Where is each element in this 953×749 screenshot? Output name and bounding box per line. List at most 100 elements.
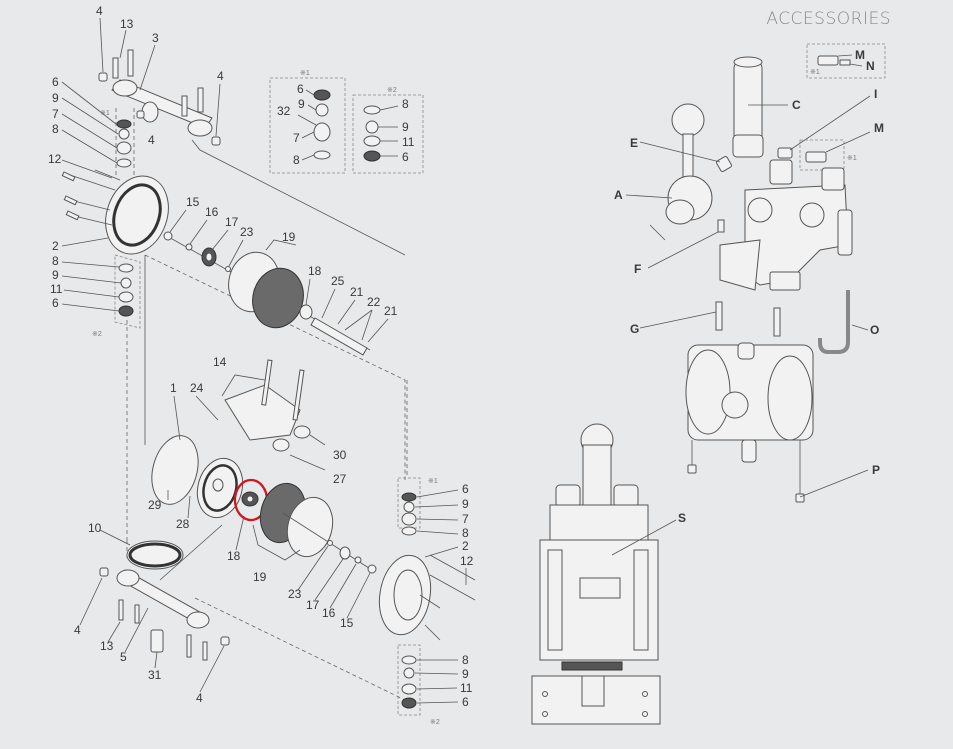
callout-label: 8 <box>52 122 59 136</box>
callout-label: 18 <box>308 264 322 278</box>
acc-note-m: ※1 <box>847 155 857 162</box>
kit1-note: ※1 <box>100 110 110 117</box>
callout-label: 32 <box>277 104 291 118</box>
callout-label: 9 <box>402 120 409 134</box>
callout-label: 6 <box>52 296 59 310</box>
callout-label: 17 <box>225 215 239 229</box>
callout-label: 7 <box>462 512 469 526</box>
callout-label: 6 <box>402 150 409 164</box>
lower-manifold <box>99 524 230 661</box>
callout-label: 11 <box>50 282 63 296</box>
callout-label: 19 <box>282 230 296 244</box>
pump-icon <box>685 342 869 503</box>
callout-label: 4 <box>217 69 224 83</box>
acc-label: C <box>792 98 801 112</box>
callout-label: 4 <box>96 4 103 18</box>
callout-label: 2 <box>462 539 469 553</box>
callout-label: 28 <box>176 517 190 531</box>
callout-label: 2 <box>52 239 59 253</box>
callout-label: 8 <box>462 526 469 540</box>
callout-label: 6 <box>52 75 59 89</box>
callout-label: 19 <box>253 570 267 584</box>
callout-label: 8 <box>52 254 59 268</box>
acc-label: O <box>870 323 879 337</box>
left-stack-top <box>115 108 135 178</box>
callout-label: 22 <box>367 295 381 309</box>
kit2-box <box>352 94 424 174</box>
kit2-note-right: ※2 <box>430 719 440 726</box>
acc-label: N <box>866 59 875 73</box>
callout-label: 4 <box>196 691 203 705</box>
page-title: ACCESSORIES <box>766 9 891 29</box>
callout-label: 7 <box>293 131 300 145</box>
acc-label: E <box>630 136 638 150</box>
callout-label: 6 <box>462 482 469 496</box>
front-pump-view <box>531 423 677 725</box>
callout-label: 25 <box>331 274 345 288</box>
callout-label: 30 <box>333 448 347 462</box>
callout-label: 21 <box>350 285 364 299</box>
callout-label: 1 <box>170 381 177 395</box>
callout-label: 16 <box>205 205 219 219</box>
callout-label: 5 <box>120 650 127 664</box>
kit1-box <box>269 77 346 174</box>
callout-label: 8 <box>402 97 409 111</box>
left-outer-chamber <box>61 169 169 255</box>
center-block <box>221 359 326 471</box>
callout-label: 6 <box>297 82 304 96</box>
lower-diaphragm-assembly <box>194 482 406 701</box>
callout-label: 17 <box>306 598 320 612</box>
callout-label: 8 <box>293 153 300 167</box>
top-manifold <box>98 49 406 256</box>
acc-note-box: ※1 <box>810 69 820 76</box>
pump-labels: 4 13 3 4 4 6 9 7 8 12 2 8 9 11 6 <box>48 4 474 726</box>
callout-label: 14 <box>213 355 227 369</box>
callout-label: 23 <box>240 225 254 239</box>
callout-label: 16 <box>322 606 336 620</box>
acc-label: S <box>678 511 686 525</box>
callout-label: 10 <box>88 521 102 535</box>
accessories-group: ※1 ※1 <box>531 43 886 725</box>
kit1-note-right: ※1 <box>428 478 438 485</box>
callout-label: 27 <box>333 472 347 486</box>
callout-label: 31 <box>148 668 162 682</box>
upper-diaphragm-assembly <box>144 231 406 480</box>
callout-label: 6 <box>462 695 469 709</box>
callout-label: 4 <box>74 623 81 637</box>
callout-label: 13 <box>120 17 134 31</box>
callout-label: 11 <box>460 681 473 695</box>
callout-label: 24 <box>190 381 204 395</box>
callout-label: 7 <box>52 107 59 121</box>
callout-label: 13 <box>100 639 114 653</box>
acc-label: P <box>872 463 880 477</box>
kit2-box-note: ※2 <box>387 87 397 94</box>
callout-label: 9 <box>52 91 59 105</box>
callout-label: 12 <box>460 554 474 568</box>
acc-label: G <box>630 322 639 336</box>
callout-label: 3 <box>152 31 159 45</box>
acc-label: M <box>874 121 884 135</box>
callout-label: 9 <box>462 497 469 511</box>
callout-label: 18 <box>227 549 241 563</box>
callout-label: 9 <box>298 97 305 111</box>
callout-label: 23 <box>288 587 302 601</box>
acc-label: I <box>874 87 877 101</box>
callout-label: 11 <box>402 135 415 149</box>
callout-label: 12 <box>48 152 62 166</box>
kit1-box-note: ※1 <box>300 70 310 77</box>
acc-label: M <box>855 48 865 62</box>
kit2-note: ※2 <box>92 331 102 338</box>
right-outer-chamber <box>378 380 476 716</box>
callout-label: 9 <box>462 667 469 681</box>
acc-label: A <box>614 188 623 202</box>
callout-label: 9 <box>52 268 59 282</box>
callout-label: 15 <box>186 195 200 209</box>
left-stack-bottom <box>114 254 141 540</box>
acc-label: F <box>634 262 641 276</box>
inner-chamber <box>151 435 244 519</box>
callout-label: 29 <box>148 498 162 512</box>
callout-label: 21 <box>384 304 398 318</box>
callout-label: 15 <box>340 616 354 630</box>
